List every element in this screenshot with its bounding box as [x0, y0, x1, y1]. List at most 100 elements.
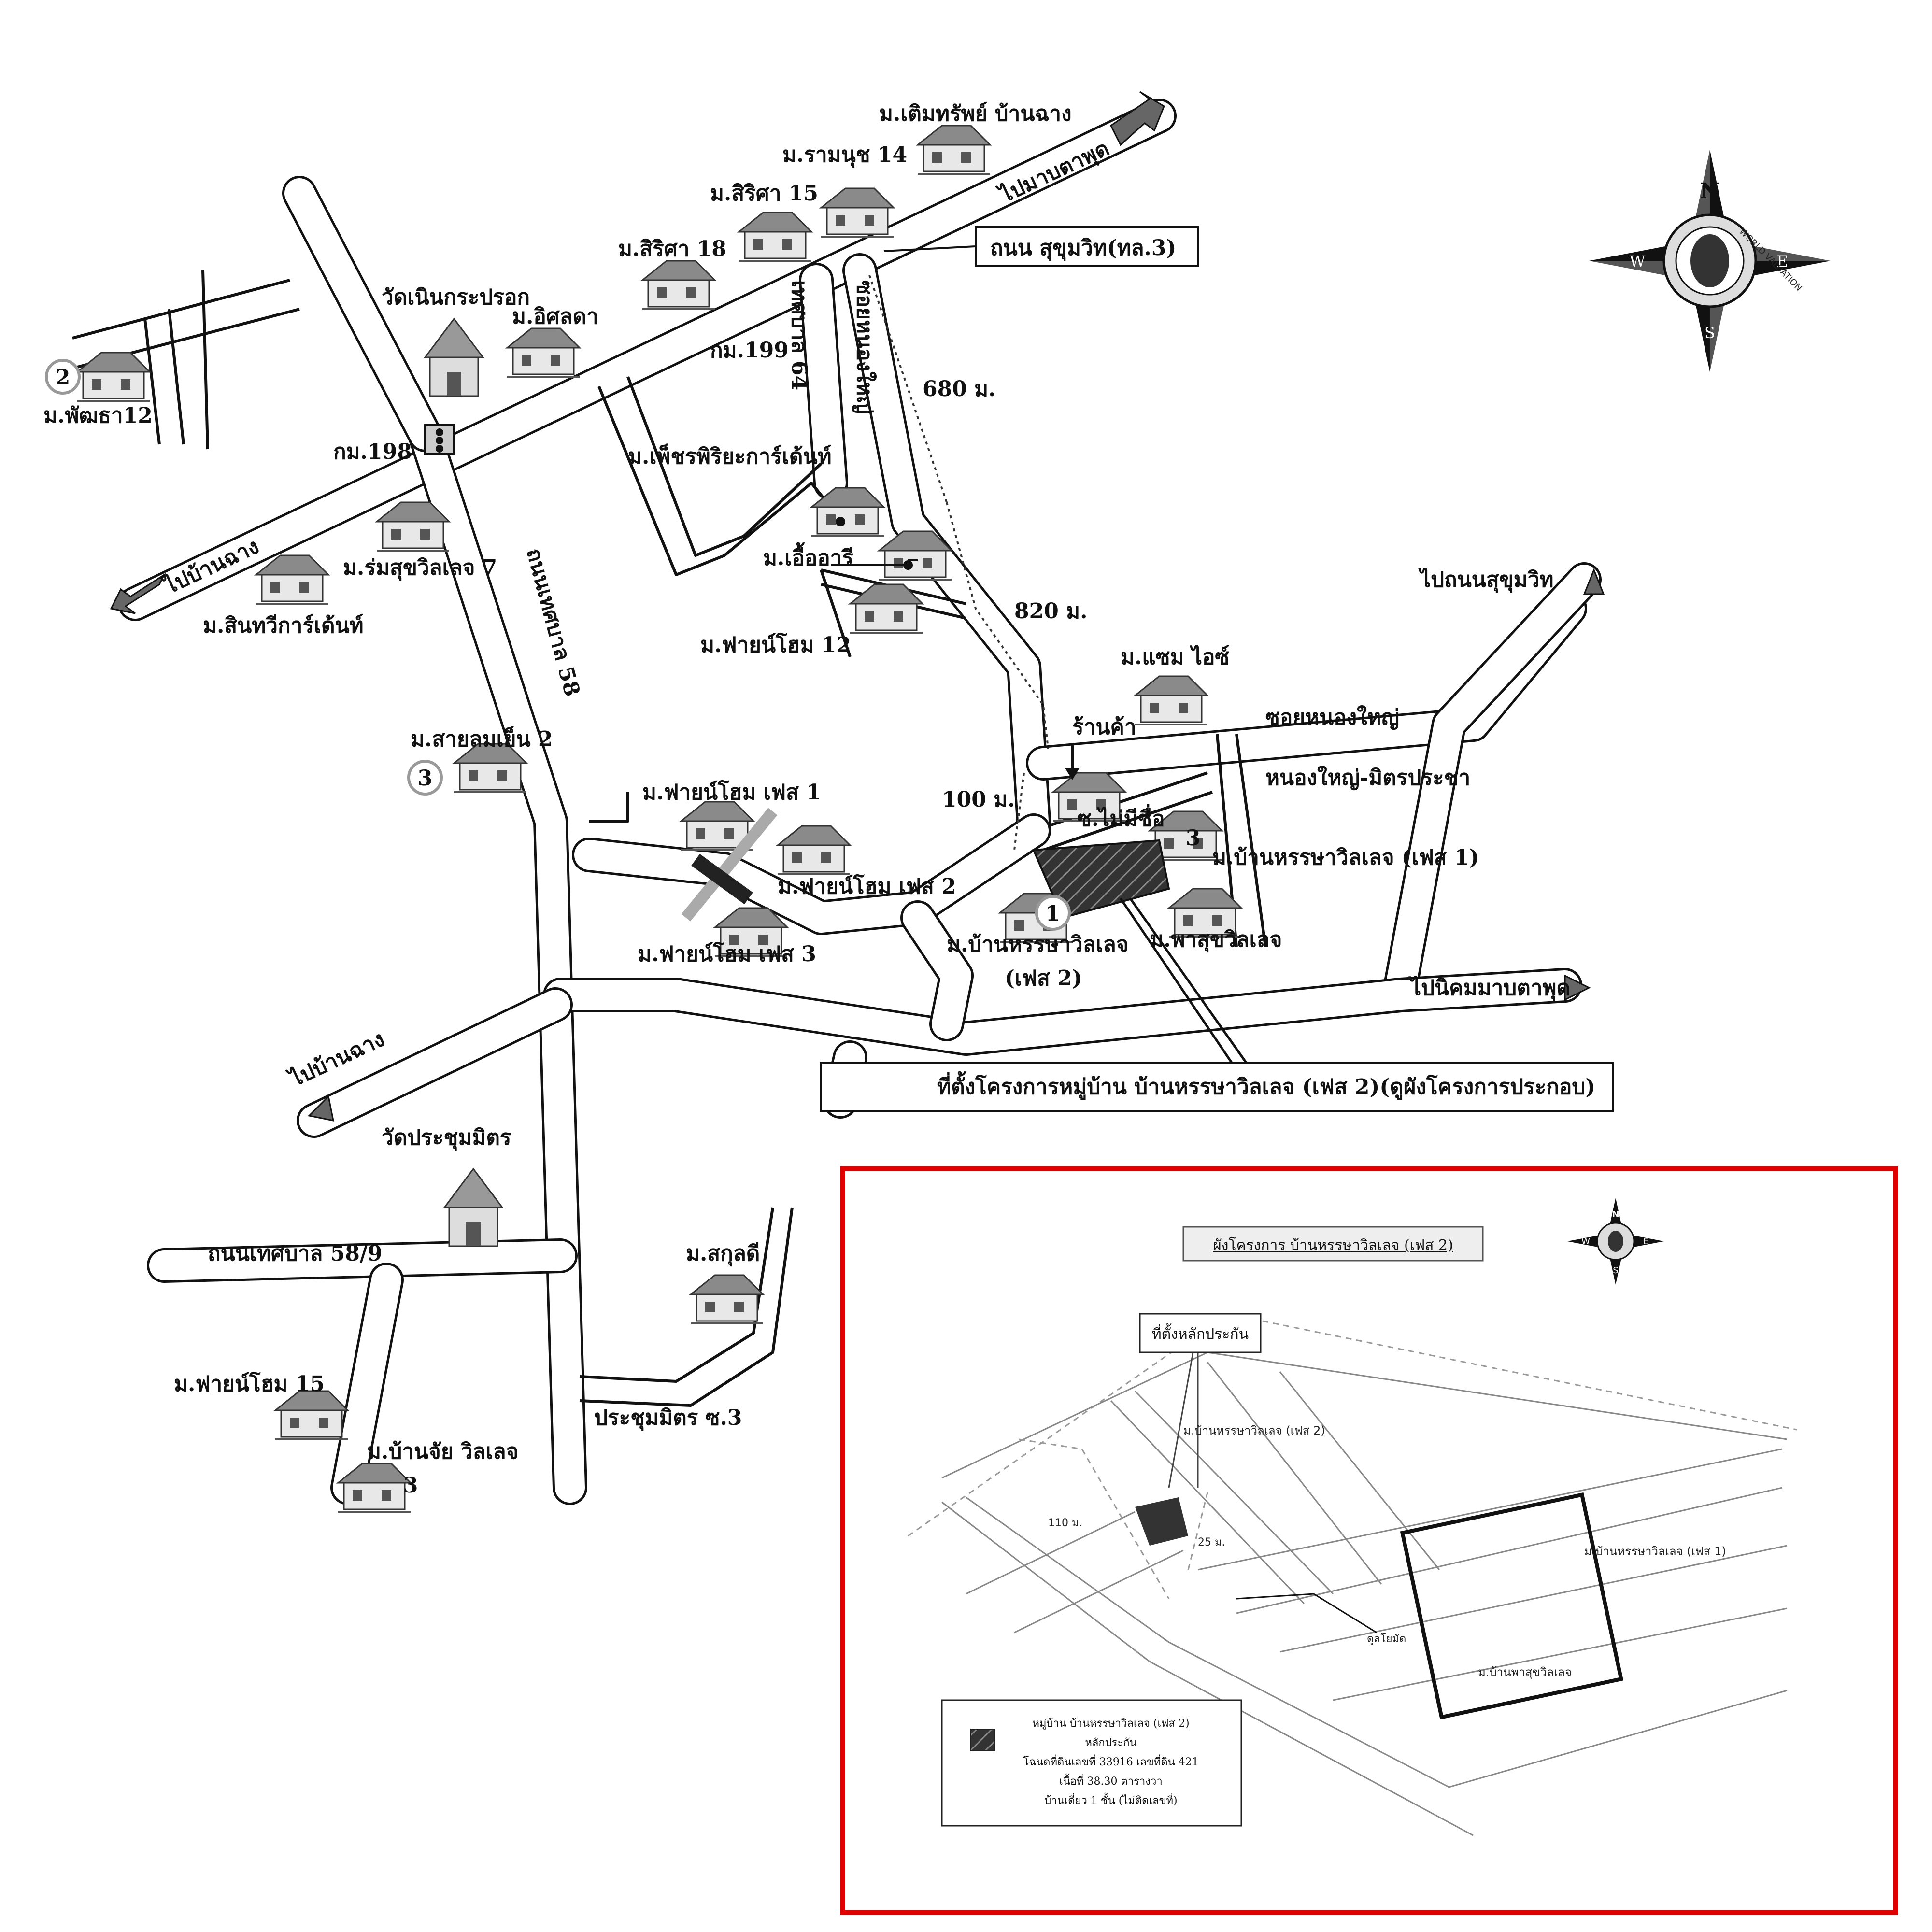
marker-3: 3 [1186, 826, 1201, 851]
sukhumvit-road-label-box [975, 226, 1199, 267]
inset-pasuk-label: ม.บ้านพาสุขวิลเลจ [1478, 1665, 1572, 1679]
house-icon [641, 260, 716, 310]
arrow-to-ban-chang-icon [110, 572, 166, 614]
inset-compass-n: N [1612, 1209, 1619, 1220]
inset-title: ผังโครงการ บ้านหรรษาวิลเลจ (เฟส 2) [1213, 1236, 1453, 1254]
legend-line2: หลักประกัน [1085, 1737, 1136, 1749]
label-pasuk: ม.พาสุขวิลเลจ [1150, 927, 1282, 953]
label-fine1: ม.ฟายน์โฮม เฟส 1 [642, 779, 821, 805]
marker-1: 1 [1046, 901, 1061, 926]
project-pointer-line [1119, 897, 1233, 1064]
arrow-to-ban-chang-lower-icon [307, 1094, 334, 1122]
label-fine2: ม.ฟายน์โฮม เฟส 2 [778, 873, 956, 899]
label-km198: กม.198 [333, 440, 412, 464]
inset-legend-swatch [970, 1729, 995, 1751]
label-prachum-soi3: ประชุมมิตร ซ.3 [594, 1406, 742, 1431]
marker-3: 3 [418, 766, 433, 791]
house-icon [255, 554, 329, 605]
inset-compass-s: S [1613, 1265, 1618, 1276]
label-wat-nern: วัดเนินกระปรอก [382, 285, 530, 310]
label-petch: ม.เพ็ชรพิริยะการ์เด้นท์ [628, 443, 832, 469]
label-hansa1: ม.บ้านหรรษาวิลเลจ (เฟส 1) [1212, 845, 1479, 870]
inset-hansa1-label: ม.บ้านหรรษาวิลเลจ (เฟส 1) [1584, 1545, 1726, 1558]
legend-line4: เนื้อที่ 38.30 ตารางวา [1059, 1774, 1163, 1788]
compass-s: S [1705, 324, 1715, 342]
marker-3: 3 [403, 1473, 418, 1498]
label-wat-prachum: วัดประชุมมิตร [382, 1125, 511, 1151]
label-tessaban58: ถนนเทศบาล 58 [521, 546, 584, 699]
distance-line-820 [946, 502, 1049, 749]
label-ramnut: ม.รามนุช 14 [782, 142, 907, 168]
house-icon [917, 125, 991, 175]
project-location-label-box [820, 1062, 1614, 1112]
inset-legend [941, 1699, 1242, 1827]
traffic-light-icon [424, 424, 455, 455]
label-distance-680: 680 ม. [923, 377, 996, 401]
marker-2: 2 [56, 365, 71, 390]
inset-compass-icon: N S E W [1567, 1198, 1664, 1285]
label-soi-nameless: ซ.ไม่มีชื่อ [1077, 804, 1165, 831]
label-project-location: ที่ตั้งโครงการหมู่บ้าน บ้านหรรษาวิลเลจ (… [937, 1071, 1595, 1100]
label-euaree: ม.เอื้ออารี [763, 542, 853, 570]
temple-icon [424, 317, 484, 397]
label-sailom: ม.สายลมเย็น 2 [411, 726, 553, 752]
label-banjai: ม.บ้านจัย วิลเลจ [367, 1439, 518, 1464]
house-icon [738, 212, 812, 262]
label-tessaban58-9: ถนนเทศบาล 58/9 [208, 1241, 383, 1266]
compass-icon: N S E W WORLD VALUATION [1589, 150, 1831, 372]
inset-hansa2-label: ม.บ้านหรรษาวิลเลจ (เฟส 2) [1183, 1424, 1325, 1437]
house-icon [820, 187, 895, 238]
inset-distance-25: 25 ม. [1198, 1536, 1225, 1548]
label-sam: ม.แซม ไอซ์ [1121, 644, 1229, 669]
inset-compass-e: E [1643, 1236, 1648, 1247]
house-icon [76, 352, 151, 402]
arrow-to-nikom-icon [1564, 974, 1591, 1001]
label-sintawee: ม.สินทวีการ์เด้นท์ [203, 613, 364, 638]
label-distance-820: 820 ม. [1014, 599, 1088, 624]
label-soi-nong-yai-vertical: ซอยหนองใหญ่ [852, 280, 877, 414]
label-sirisa15: ม.สิริศา 15 [710, 181, 818, 206]
label-sakul: ม.สกุลดี [686, 1241, 760, 1267]
inset-collateral-label: ที่ตั้งหลักประกัน [1152, 1323, 1249, 1343]
label-to-sukhumvit: ไปถนนสุขุมวิท [1418, 567, 1554, 593]
label-distance-100: 100 ม. [942, 787, 1015, 812]
inset-collateral-area [1135, 1497, 1188, 1546]
legend-line5: บ้านเดี่ยว 1 ชั้น (ไม่ติดเลขที่) [1044, 1793, 1177, 1807]
label-phase2: (เฟส 2) [1005, 966, 1082, 991]
label-nongyai-mit: หนองใหญ่-มิตรประชา [1265, 765, 1470, 790]
label-soi-nong-yai-horizontal: ซอยหนองใหญ่ [1265, 705, 1399, 730]
label-sukhumvit-road: ถนน สุขุมวิท(ทล.3) [990, 236, 1176, 261]
house-icon [506, 327, 581, 378]
label-shop: ร้านค้า [1072, 715, 1136, 739]
legend-line3: โฉนดที่ดินเลขที่ 33916 เลขที่ดิน 421 [1023, 1754, 1198, 1768]
inset-lot-label: ดูลโยมัด [1367, 1633, 1406, 1645]
direction-arrows [110, 91, 1605, 1122]
legend-line1: หมู่บ้าน บ้านหรรษาวิลเลจ (เฟส 2) [1032, 1718, 1189, 1730]
compass-n: N [1700, 179, 1719, 203]
label-hansa2: ม.บ้านหรรษาวิลเลจ [947, 932, 1128, 957]
inset-distance-110: 110 ม. [1048, 1517, 1082, 1529]
label-isalda: ม.อิศลดา [512, 304, 598, 329]
house-icon [690, 1274, 764, 1324]
arrow-to-sukhumvit-icon [1583, 568, 1605, 595]
house-icon [777, 825, 851, 875]
project-plan-inset: ผังโครงการ บ้านหรรษาวิลเลจ (เฟส 2) N S E… [840, 1166, 1898, 1915]
inset-compass-w: W [1581, 1236, 1590, 1247]
label-fine15: ม.ฟายน์โฮม 15 [174, 1371, 325, 1396]
label-fine3: ม.ฟายน์โฮม เฟส 3 [638, 941, 816, 966]
arrow-to-map-ta-phut-icon [1110, 91, 1165, 146]
house-icon [1134, 675, 1208, 725]
label-dermsap: ม.เติมทรัพย์ บ้านฉาง [879, 101, 1072, 126]
label-to-nikom: ไปนิคมมาบตาพุด [1408, 975, 1570, 1001]
compass-e: E [1776, 252, 1788, 270]
label-tessaban64: เทศบาล 64 [787, 280, 811, 390]
label-sirisa18: ม.สิริศา 18 [618, 237, 726, 261]
compass-w: W [1630, 252, 1646, 270]
label-fine12: ม.ฟายน์โฮม 12 [700, 632, 851, 657]
temple-icon [443, 1167, 504, 1247]
map-labels: ม.เติมทรัพย์ บ้านฉาง ม.รามนุช 14 ม.สิริศ… [43, 101, 1595, 1464]
label-km199: กม.199 [710, 338, 789, 363]
label-romsuk: ม.ร่มสุขวิลเลจ 7 [343, 555, 497, 581]
label-phatta: ม.พัฒธา12 [43, 403, 153, 428]
